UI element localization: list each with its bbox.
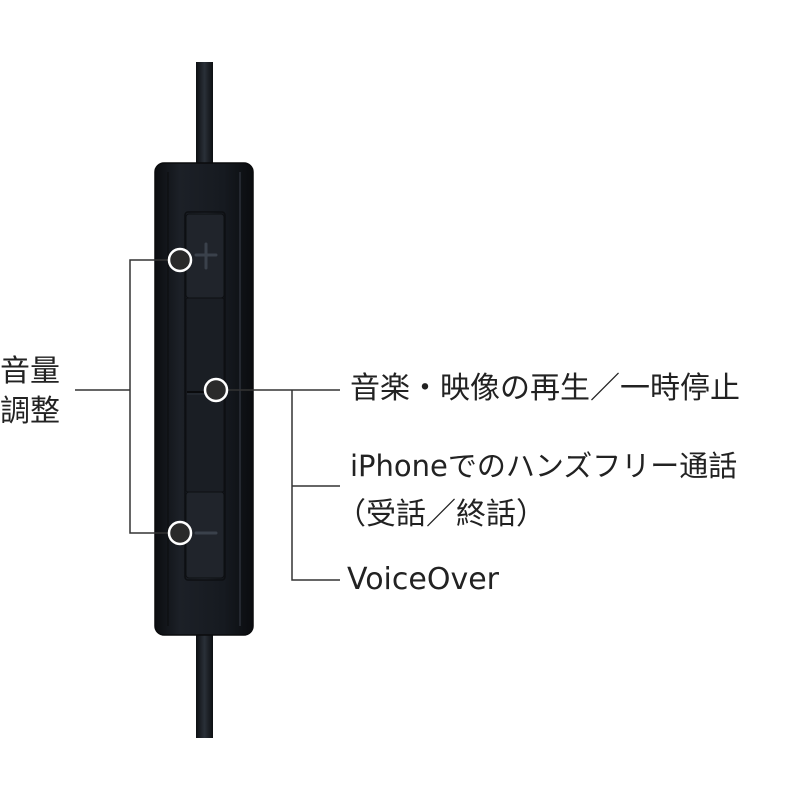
volume-label-line1: 音量 xyxy=(0,354,60,389)
volume-up-button[interactable] xyxy=(185,213,225,299)
center-leader xyxy=(213,389,340,581)
volume-down-dot xyxy=(167,520,193,546)
volume-up-dot xyxy=(167,247,193,273)
handsfree-sub-label: （受話／終話） xyxy=(336,497,546,532)
cable-top xyxy=(196,62,213,172)
plus-icon xyxy=(194,242,218,270)
play-pause-label: 音楽・映像の再生／一時停止 xyxy=(350,371,740,406)
cable-bottom xyxy=(196,628,213,738)
volume-label-line2: 調整 xyxy=(0,394,60,429)
volume-leader xyxy=(75,259,180,534)
volume-label: 音量 調整 xyxy=(0,352,80,432)
center-dot xyxy=(203,377,229,403)
handsfree-label: iPhoneでのハンズフリー通話 xyxy=(350,449,738,483)
voiceover-label: VoiceOver xyxy=(347,562,499,597)
